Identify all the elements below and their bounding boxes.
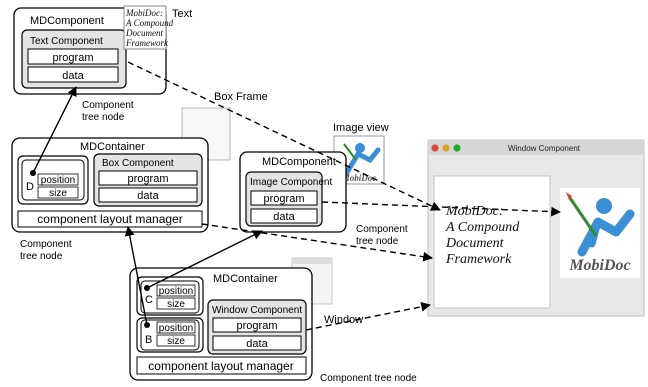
image-md-component-title: MDComponent: [262, 156, 336, 168]
map-layout-to-window: [201, 223, 433, 262]
slot-c-size: size: [167, 299, 185, 310]
md-container-bottom-title: MDContainer: [213, 273, 278, 285]
window-component-data: data: [246, 338, 268, 350]
tree-node-label-2a: Component: [20, 239, 72, 250]
window-component-box-title: Window Component: [212, 305, 302, 316]
map-text-to-window: [127, 61, 441, 211]
window-component-program: program: [237, 320, 278, 332]
slot-d-position: position: [41, 175, 75, 186]
window-text-line1: MobiDoc:: [445, 204, 504, 219]
tree-arrow-b-to-container: [124, 226, 148, 326]
thumb-text-line4: Framework: [125, 38, 169, 48]
text-component-program: program: [53, 52, 94, 64]
slot-b-position: position: [159, 323, 193, 334]
md-container-bottom: MDContainer C position size B position s…: [129, 267, 313, 381]
tree-node-label-3a: Component: [356, 224, 408, 235]
window-label: Window: [324, 314, 363, 326]
window-text-line4: Framework: [445, 252, 512, 267]
thumb-text-line1: MobiDoc:: [125, 8, 163, 18]
bottom-layout-manager: component layout manager: [148, 359, 293, 373]
text-md-component-title: MDComponent: [30, 15, 104, 27]
text-component-title: Text Component: [30, 36, 103, 47]
tree-node-label-4: Component tree node: [320, 373, 417, 384]
mobidoc-logo: MobiDoc: [560, 188, 640, 278]
zoom-window-icon[interactable]: [453, 144, 461, 152]
tree-node-label-1a: Component: [82, 100, 134, 111]
image-view-logo-text: MobiDoc: [341, 173, 377, 183]
top-layout-manager: component layout manager: [37, 212, 182, 226]
image-component-title: Image Component: [250, 177, 332, 188]
window-title: Window Component: [508, 144, 581, 153]
tree-node-label-1b: tree node: [82, 112, 125, 123]
tree-node-label-3b: tree node: [356, 236, 399, 247]
image-md-component: MDComponent Image Component program data: [239, 151, 347, 233]
close-window-icon[interactable]: [431, 144, 439, 152]
image-component-data: data: [273, 211, 295, 223]
window-text-line3: Document: [445, 236, 505, 251]
tree-arrow-d-to-text: [32, 86, 77, 174]
text-thumbnail: MobiDoc: A Compound Document Framework: [123, 5, 174, 50]
box-component-program: program: [128, 173, 169, 185]
slot-d-size: size: [49, 188, 67, 199]
window-text-line2: A Compound: [445, 220, 520, 235]
text-label: Text: [172, 8, 192, 20]
thumb-text-line2: A Compound: [125, 18, 174, 28]
text-component-data: data: [62, 70, 84, 82]
minimize-window-icon[interactable]: [442, 144, 450, 152]
logo-text: MobiDoc: [568, 257, 630, 274]
slot-c-position: position: [159, 286, 193, 297]
md-container-top: MDContainer D position size Box Componen…: [11, 137, 209, 233]
map-window-component: [305, 301, 431, 331]
box-component-title: Box Component: [102, 158, 174, 169]
box-frame-label: Box Frame: [214, 91, 268, 103]
window-component-screenshot: Window Component MobiDoc: A Compound Doc…: [427, 139, 645, 317]
slot-c-letter: C: [145, 294, 153, 306]
slot-d-letter: D: [26, 181, 34, 193]
md-container-top-title: MDContainer: [80, 141, 145, 153]
image-component-program: program: [264, 193, 305, 205]
thumb-text-line3: Document: [125, 28, 163, 38]
tree-arrow-c-to-image: [146, 230, 263, 289]
slot-b-size: size: [167, 336, 185, 347]
image-view-label: Image view: [333, 122, 389, 134]
tree-node-label-2b: tree node: [20, 251, 63, 262]
slot-b-letter: B: [145, 334, 152, 346]
box-component-data: data: [137, 190, 159, 202]
